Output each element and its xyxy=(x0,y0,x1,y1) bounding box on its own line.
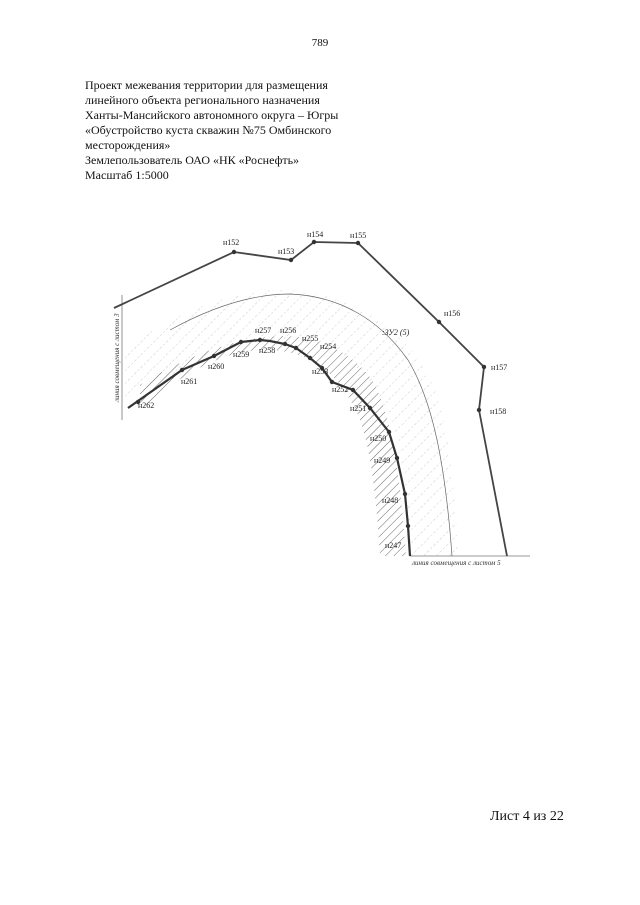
scale-line: Масштаб 1:5000 xyxy=(85,168,169,182)
point-label: н157 xyxy=(491,363,507,372)
title-line: месторождения» xyxy=(85,138,171,152)
point-marker xyxy=(329,379,335,385)
point-label: н251 xyxy=(350,404,366,413)
point-label: н256 xyxy=(280,326,296,335)
point-marker xyxy=(436,319,442,325)
title-line: «Обустройство куста скважин №75 Омбинско… xyxy=(85,123,332,137)
point-label: н258 xyxy=(259,346,275,355)
hatched-strip xyxy=(140,335,406,556)
point-marker xyxy=(481,364,487,370)
point-marker xyxy=(257,337,263,343)
point-marker xyxy=(238,339,244,345)
match-line-left-caption: линия совмещения с листом 3 xyxy=(113,313,121,403)
parcel-label: :ЗУ2 (5) xyxy=(382,328,410,337)
point-label: н152 xyxy=(223,238,239,247)
title-line: Ханты-Мансийского автономного округа – Ю… xyxy=(85,108,339,122)
point-marker xyxy=(307,355,313,361)
point-marker xyxy=(135,399,141,405)
point-label: н247 xyxy=(385,541,401,550)
point-marker xyxy=(355,240,361,246)
point-label: н249 xyxy=(374,456,390,465)
point-marker xyxy=(179,367,185,373)
title-line: Проект межевания территории для размещен… xyxy=(85,78,328,92)
point-marker xyxy=(311,239,317,245)
point-label: н253 xyxy=(312,367,328,376)
point-marker xyxy=(367,405,373,411)
point-label: н248 xyxy=(382,496,398,505)
point-marker xyxy=(231,249,237,255)
point-label: н158 xyxy=(490,407,506,416)
point-marker xyxy=(319,365,325,371)
point-marker xyxy=(394,455,400,461)
inner-points xyxy=(135,337,411,529)
point-marker xyxy=(282,341,288,347)
point-label: н257 xyxy=(255,326,271,335)
point-label: н252 xyxy=(332,385,348,394)
outer-points xyxy=(231,239,487,413)
boundary-plan: н152 н153 н154 н155 н156 н157 н158 н262 … xyxy=(113,230,530,567)
point-label: н262 xyxy=(138,401,154,410)
point-label: н153 xyxy=(278,247,294,256)
point-label: н260 xyxy=(208,362,224,371)
point-marker xyxy=(293,345,299,351)
point-label: н154 xyxy=(307,230,323,239)
point-marker xyxy=(211,353,217,359)
point-marker xyxy=(288,257,294,263)
page-number: 789 xyxy=(311,37,329,49)
point-label: н156 xyxy=(444,309,460,318)
point-label: н254 xyxy=(320,342,336,351)
point-label: н259 xyxy=(233,350,249,359)
strip-outer-edge xyxy=(169,293,453,557)
point-marker xyxy=(476,407,482,413)
point-marker xyxy=(386,429,392,435)
point-label: н155 xyxy=(350,231,366,240)
sheet-label: Лист 4 из 22 xyxy=(490,809,564,824)
title-line: линейного объекта регионального назначен… xyxy=(85,93,320,107)
point-marker xyxy=(405,523,411,529)
point-label: н250 xyxy=(370,434,386,443)
point-label: н255 xyxy=(302,334,318,343)
point-marker xyxy=(402,491,408,497)
land-user-line: Землепользователь ОАО «НК «Роснефть» xyxy=(85,153,300,167)
point-marker xyxy=(350,387,356,393)
inner-boundary-line xyxy=(127,338,412,557)
point-label: н261 xyxy=(181,377,197,386)
match-line-bottom-caption: линия совмещения с листом 5 xyxy=(411,559,501,567)
title-block: Проект межевания территории для размещен… xyxy=(85,78,385,183)
